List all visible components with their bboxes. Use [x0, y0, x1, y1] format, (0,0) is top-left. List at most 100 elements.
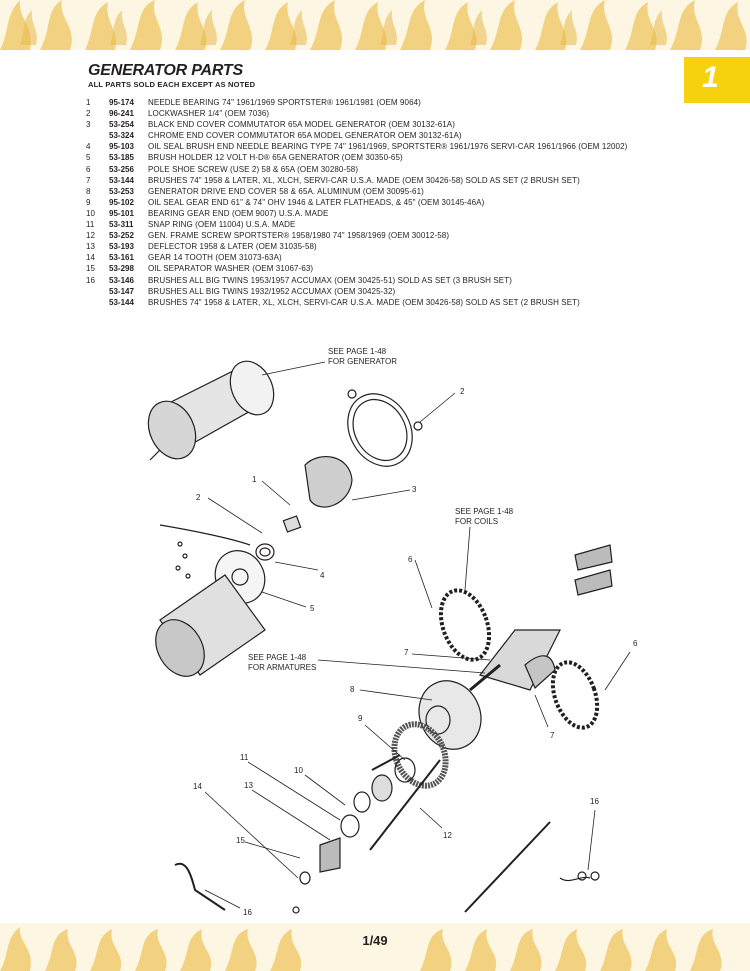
- part-label-16-left: 16: [243, 908, 252, 917]
- part-item-number: 1: [86, 98, 91, 107]
- parts-list-row: 1 95-174 NEEDLE BEARING 74" 1961/1969 SPOR…: [86, 97, 686, 108]
- part-label-8: 8: [350, 685, 355, 694]
- part-label-6-left: 6: [408, 555, 413, 564]
- callout-coils-ref-2: FOR COILS: [455, 517, 498, 526]
- callout-coils-ref-1: SEE PAGE 1-48: [455, 507, 514, 516]
- generator-illustration: [147, 360, 275, 461]
- page-title: GENERATOR PARTS: [88, 62, 243, 79]
- part-label-7-left: 7: [404, 648, 409, 657]
- part-item-number: 5: [86, 153, 91, 163]
- part-number: 53-144: [109, 297, 134, 307]
- part-description: BEARING GEAR END (OEM 9007) U.S.A. MADE: [148, 208, 329, 218]
- part-description: BLACK END COVER COMMUTATOR 65A MODEL GEN…: [148, 120, 456, 130]
- part-number: 95-174: [109, 98, 134, 107]
- part-number: 95-103: [109, 142, 134, 152]
- parts-list-row: 8 53-253 GENERATOR DRIVE END COVER 58 & 65…: [86, 186, 686, 197]
- part-description: OIL SEPARATOR WASHER (OEM 31067-63): [148, 264, 314, 274]
- part-number: 96-241: [109, 109, 134, 119]
- part-item-number: 2: [86, 109, 91, 119]
- parts-list: 1 95-174 NEEDLE BEARING 74" 1961/1969 SPOR…: [86, 97, 686, 308]
- part-description: BRUSH HOLDER 12 VOLT H-D® 65A GENERATOR …: [148, 153, 403, 163]
- parts-list-row: 14 53-161 GEAR 14 TOOTH (OEM 31073-63A): [86, 252, 686, 263]
- parts-list-row: 53-324 CHROME END COVER COMMUTATOR 65A MO…: [86, 130, 686, 141]
- gasket: [391, 721, 449, 789]
- needle-bearing: [255, 515, 302, 561]
- part-item-number: 7: [86, 175, 91, 185]
- part-number: 95-101: [109, 208, 134, 218]
- part-description: SNAP RING (OEM 11004) U.S.A. MADE: [148, 220, 296, 230]
- part-label-2-top: 2: [460, 387, 465, 396]
- part-label-10: 10: [294, 766, 303, 775]
- part-description: GEAR 14 TOOTH (OEM 31073-63A): [148, 253, 282, 263]
- parts-list-row: 53-144 BRUSHES 74" 1958 & LATER, XL, XLCH…: [86, 297, 686, 308]
- parts-list-row: 4 95-103 OIL SEAL BRUSH END NEEDLE BEARING…: [86, 141, 686, 152]
- parts-list-row: 53-147 BRUSHES ALL BIG TWINS 1932/1952 AC…: [86, 286, 686, 297]
- callout-armatures-ref-2: FOR ARMATURES: [248, 663, 316, 672]
- parts-list-row: 5 53-185 BRUSH HOLDER 12 VOLT H-D® 65A GEN…: [86, 152, 686, 163]
- part-item-number: 9: [86, 197, 91, 207]
- part-label-6-right: 6: [633, 639, 638, 648]
- part-number: 53-254: [109, 120, 134, 130]
- part-label-3: 3: [412, 485, 417, 494]
- part-label-14: 14: [193, 782, 202, 791]
- part-item-number: 16: [86, 275, 95, 285]
- part-item-number: 14: [86, 253, 95, 263]
- part-number: 53-144: [109, 175, 134, 185]
- parts-list-row: 7 53-144 BRUSHES 74" 1958 & LATER, XL, XLC…: [86, 175, 686, 186]
- page-number: 1/49: [362, 933, 388, 948]
- part-number: 53-324: [109, 131, 134, 141]
- parts-list-row: 10 95-101 BEARING GEAR END (OEM 9007) U.S.…: [86, 208, 686, 219]
- part-label-4: 4: [320, 571, 325, 580]
- part-description: POLE SHOE SCREW (USE 2) 58 & 65A (OEM 30…: [148, 164, 359, 174]
- generator-housing: [155, 574, 266, 677]
- part-number: 53-253: [109, 186, 134, 196]
- drive-end-cover: [418, 680, 482, 750]
- flame-border-bottom: [0, 923, 750, 971]
- part-description: BRUSHES ALL BIG TWINS 1932/1952 ACCUMAX …: [148, 286, 396, 296]
- part-item-number: 6: [86, 164, 91, 174]
- part-item-number: 4: [86, 142, 91, 152]
- part-description: GENERATOR DRIVE END COVER 58 & 65A. ALUM…: [148, 186, 424, 196]
- part-label-2-left: 2: [196, 493, 201, 502]
- part-description: NEEDLE BEARING 74" 1961/1969 SPORTSTER® …: [148, 98, 421, 107]
- page-subtitle: ALL PARTS SOLD EACH EXCEPT AS NOTED: [88, 80, 256, 89]
- part-description: GEN. FRAME SCREW SPORTSTER® 1958/1980 74…: [148, 231, 450, 241]
- part-number: 53-146: [109, 275, 134, 285]
- parts-list-row: 6 53-256 POLE SHOE SCREW (USE 2) 58 & 65A …: [86, 164, 686, 175]
- callout-generator-ref-2: FOR GENERATOR: [328, 357, 397, 366]
- part-description: BRUSHES ALL BIG TWINS 1953/1957 ACCUMAX …: [148, 275, 512, 285]
- part-label-5: 5: [310, 604, 315, 613]
- end-cover-strap: [347, 389, 423, 467]
- part-description: CHROME END COVER COMMUTATOR 65A MODEL GE…: [148, 131, 462, 141]
- section-number: 1: [702, 61, 719, 94]
- small-screws-left: [175, 541, 191, 579]
- part-item-number: 12: [86, 231, 95, 241]
- parts-list-row: 16 53-146 BRUSHES ALL BIG TWINS 1953/1957 …: [86, 275, 686, 286]
- part-label-15: 15: [236, 836, 245, 845]
- exploded-diagram: SEE PAGE 1-48 FOR GENERATOR SEE PAGE 1-4…: [147, 347, 638, 917]
- part-description: LOCKWASHER 1/4" (OEM 7036): [148, 109, 270, 119]
- brushes-right: [559, 871, 600, 882]
- part-number: 53-161: [109, 253, 134, 263]
- part-label-12: 12: [443, 831, 452, 840]
- part-number: 53-185: [109, 153, 134, 163]
- gear-end-bearing-stack: [292, 757, 416, 914]
- part-number: 53-256: [109, 164, 134, 174]
- pole-shoes: [524, 544, 613, 690]
- part-description: DEFLECTOR 1958 & LATER (OEM 31035-58): [148, 242, 317, 252]
- part-description: OIL SEAL GEAR END 61" & 74" OHV 1946 & L…: [148, 197, 485, 207]
- section-tab: 1: [684, 57, 750, 103]
- part-label-1: 1: [252, 475, 257, 484]
- part-item-number: 8: [86, 186, 91, 196]
- commutator-end-cover: [304, 456, 353, 508]
- part-item-number: 3: [86, 120, 91, 130]
- part-item-number: 13: [86, 242, 95, 252]
- part-description: BRUSHES 74" 1958 & LATER, XL, XLCH, SERV…: [148, 297, 580, 307]
- part-description: OIL SEAL BRUSH END NEEDLE BEARING TYPE 7…: [148, 142, 628, 152]
- part-number: 95-102: [109, 197, 134, 207]
- part-description: BRUSHES 74" 1958 & LATER, XL, XLCH, SERV…: [148, 175, 580, 185]
- part-number: 53-147: [109, 286, 134, 296]
- part-item-number: 10: [86, 208, 95, 218]
- part-label-13: 13: [244, 781, 253, 790]
